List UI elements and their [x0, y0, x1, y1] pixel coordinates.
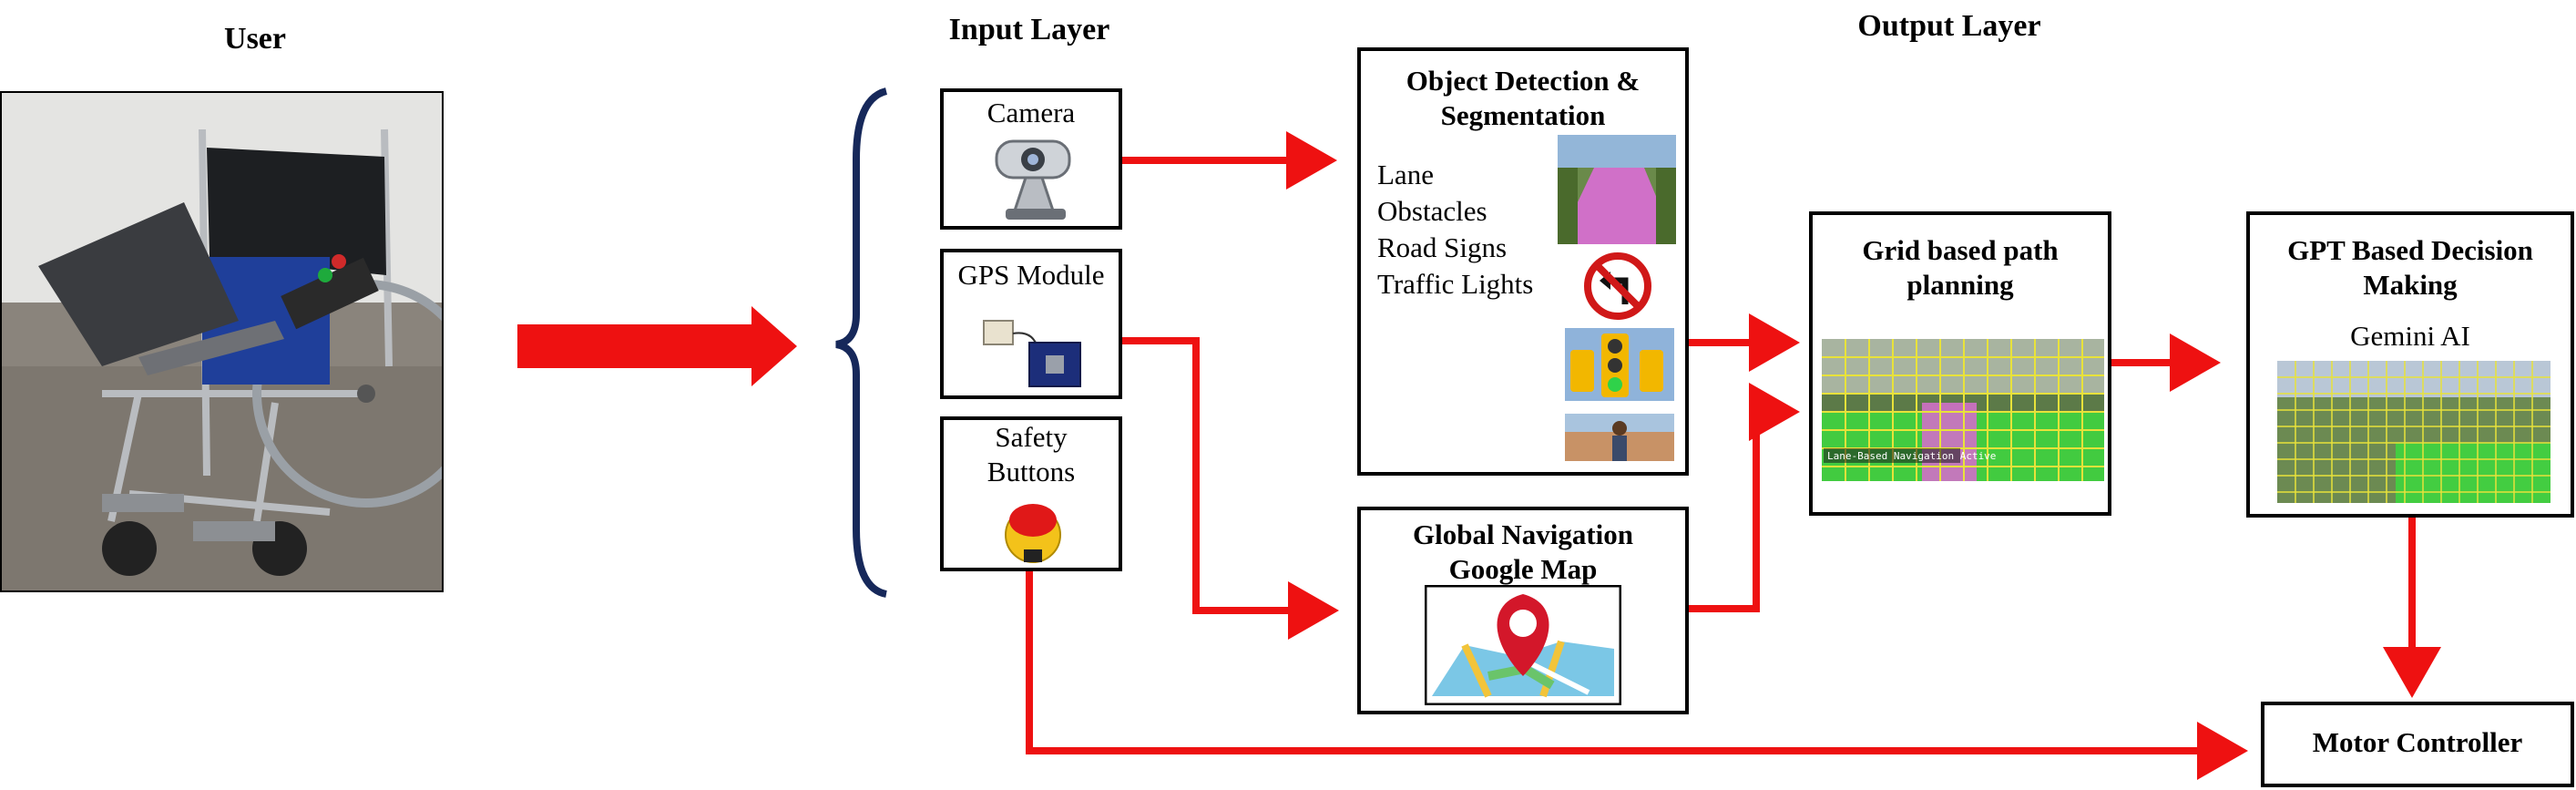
- emergency-button-icon: [1005, 504, 1061, 563]
- detection-item-list: Lane Obstacles Road Signs Traffic Lights: [1377, 157, 1533, 303]
- gps-module-icon: [983, 320, 1081, 387]
- input-brace: [835, 87, 888, 598]
- arrow-safety-to-motor: [1026, 570, 2248, 780]
- camera-label: Camera: [986, 97, 1076, 128]
- traffic-light-image: [1565, 328, 1674, 401]
- global-navigation-title: Global Navigation: [1412, 518, 1633, 550]
- object-detection-title: Object Detection & Segmentation: [1406, 65, 1641, 131]
- camera-box: Camera: [940, 88, 1122, 230]
- gpt-grid-image: [2277, 361, 2550, 503]
- pedestrian-image: [1565, 414, 1674, 461]
- detection-item-road-signs: Road Signs: [1377, 231, 1508, 263]
- gemini-ai-label: Gemini AI: [2350, 320, 2470, 352]
- grid-overlay-text: Lane-Based Navigation Active: [1827, 450, 1996, 462]
- output-layer-header: Output Layer: [1857, 9, 2041, 43]
- safety-box: Safety Buttons: [940, 416, 1122, 571]
- detection-item-obstacles: Obstacles: [1377, 195, 1487, 227]
- arrow-navigation-to-grid: [1685, 383, 1800, 612]
- user-header: User: [224, 22, 286, 56]
- wheelchair-photo: [0, 91, 444, 592]
- grid-overlay-image: Lane-Based Navigation Active: [1822, 339, 2104, 481]
- detection-item-traffic-lights: Traffic Lights: [1377, 268, 1534, 300]
- arrow-gps-to-navigation: [1122, 337, 1339, 640]
- detection-item-lane: Lane: [1377, 159, 1434, 190]
- object-detection-box: Object Detection & Segmentation Lane Obs…: [1357, 47, 1689, 476]
- grid-path-planning-box: Grid based path planning Lane-Based Navi…: [1809, 211, 2111, 516]
- google-map-title: Google Map: [1448, 553, 1598, 585]
- motor-controller-label: Motor Controller: [2312, 726, 2523, 758]
- gps-box: GPS Module: [940, 249, 1122, 399]
- input-layer-header: Input Layer: [948, 13, 1110, 46]
- gpt-decision-box: GPT Based Decision Making Gemini AI: [2246, 211, 2574, 518]
- safety-label: Safety Buttons: [986, 421, 1076, 487]
- global-navigation-box: Global Navigation Google Map: [1357, 507, 1689, 714]
- lane-segmentation-image: [1558, 135, 1676, 244]
- motor-controller-box: Motor Controller: [2261, 702, 2574, 787]
- grid-path-planning-title: Grid based path planning: [1862, 234, 2059, 301]
- user-to-system-arrow: [517, 306, 797, 386]
- no-left-turn-sign-icon: [1584, 252, 1651, 320]
- camera-icon: [995, 139, 1071, 220]
- gps-label: GPS Module: [957, 259, 1105, 291]
- gpt-decision-title: GPT Based Decision Making: [2287, 234, 2533, 301]
- map-pin-icon: [1425, 585, 1621, 705]
